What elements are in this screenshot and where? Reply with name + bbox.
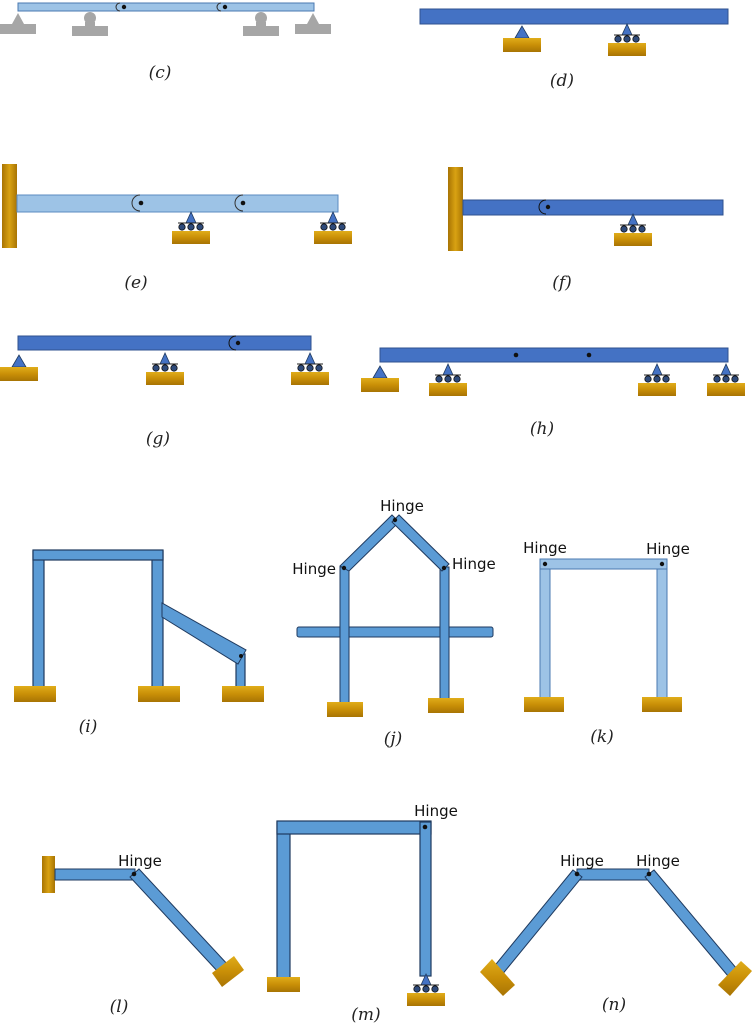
hinge-label-k-right: Hinge [646,540,690,558]
base-n-2 [718,961,752,996]
hinge-c-2 [216,2,228,12]
label-e: (e) [124,273,147,293]
diagram-g: (g) [0,335,330,449]
diagram-f: (f) [448,167,724,293]
hinge-k-left [542,561,548,567]
label-j: (j) [384,729,403,749]
base-k-2 [642,697,682,712]
label-f: (f) [552,273,572,293]
base-n-1 [480,959,515,996]
hinge-label-j-left: Hinge [292,560,336,578]
fixed-wall-e [2,164,17,248]
roller-support-g-1 [145,352,185,386]
hinge-l [131,871,137,877]
base-l [212,956,244,987]
hinge-label-n-right: Hinge [636,852,680,870]
hinge-n-left [574,871,580,877]
diagram-j: Hinge Hinge Hinge (j) [292,497,495,749]
hinge-e-1 [131,194,144,212]
label-n: (n) [602,995,626,1015]
hinge-label-m: Hinge [414,802,458,820]
hinge-g [228,335,241,351]
hinge-label-k-left: Hinge [523,539,567,557]
roller-support-h-2 [637,363,677,397]
label-i: (i) [79,717,98,737]
hinge-k-right [659,561,665,567]
diagram-n: Hinge Hinge (n) [480,852,752,1015]
hinge-j-left [341,565,347,571]
pin-support-g [0,354,39,382]
base-j-2 [428,698,464,713]
hinge-label-n-left: Hinge [560,852,604,870]
roller-support-e-2 [313,211,353,245]
hinge-n-right [646,871,652,877]
label-m: (m) [351,1005,380,1024]
fixed-wall-l [42,856,55,893]
roller-support-h-1 [428,363,468,397]
base-k-1 [524,697,564,712]
label-k: (k) [590,727,614,747]
hinge-label-j-top: Hinge [380,497,424,515]
hinge-j-right [441,565,447,571]
diagram-i: (i) [14,549,264,737]
hinge-f [538,199,551,215]
roller-support-h-3 [706,363,746,397]
base-m [267,977,300,992]
hinge-e-2 [234,194,246,212]
base-i-2 [138,686,180,702]
label-l: (l) [110,997,129,1017]
pin-support-d [502,25,542,53]
label-c: (c) [149,63,172,83]
pin-support-c-2 [295,13,331,34]
hinge-i [239,654,243,658]
pin-support-h [360,365,400,393]
roller-support-d [607,23,647,57]
label-h: (h) [530,419,554,439]
hinge-h-2 [586,352,592,358]
roller-support-f [613,213,653,247]
hinge-c-1 [115,2,127,12]
label-g: (g) [146,429,170,449]
label-d: (d) [550,71,574,91]
diagram-d: (d) [419,8,729,91]
hinge-m [422,824,428,830]
hinge-label-j-right: Hinge [452,555,496,573]
pin-support-c-1 [0,13,36,34]
diagram-c: (c) [0,2,331,83]
diagram-m: Hinge (m) [267,802,458,1024]
diagram-k: Hinge Hinge (k) [523,539,690,747]
diagram-h: (h) [360,347,746,439]
diagram-l: Hinge (l) [42,852,244,1017]
base-i-1 [14,686,56,702]
hinge-label-l: Hinge [118,852,162,870]
diagram-e: (e) [2,164,353,293]
hinge-h-1 [513,352,519,358]
base-i-3 [222,686,264,702]
roller-support-g-2 [290,352,330,386]
base-j-1 [327,702,363,717]
fixed-wall-f [448,167,463,251]
hinge-j-top [392,517,398,523]
roller-support-e-1 [171,211,211,245]
roller-support-m [406,973,446,1007]
roller-support-c-1 [72,12,108,36]
roller-support-c-2 [243,12,279,36]
